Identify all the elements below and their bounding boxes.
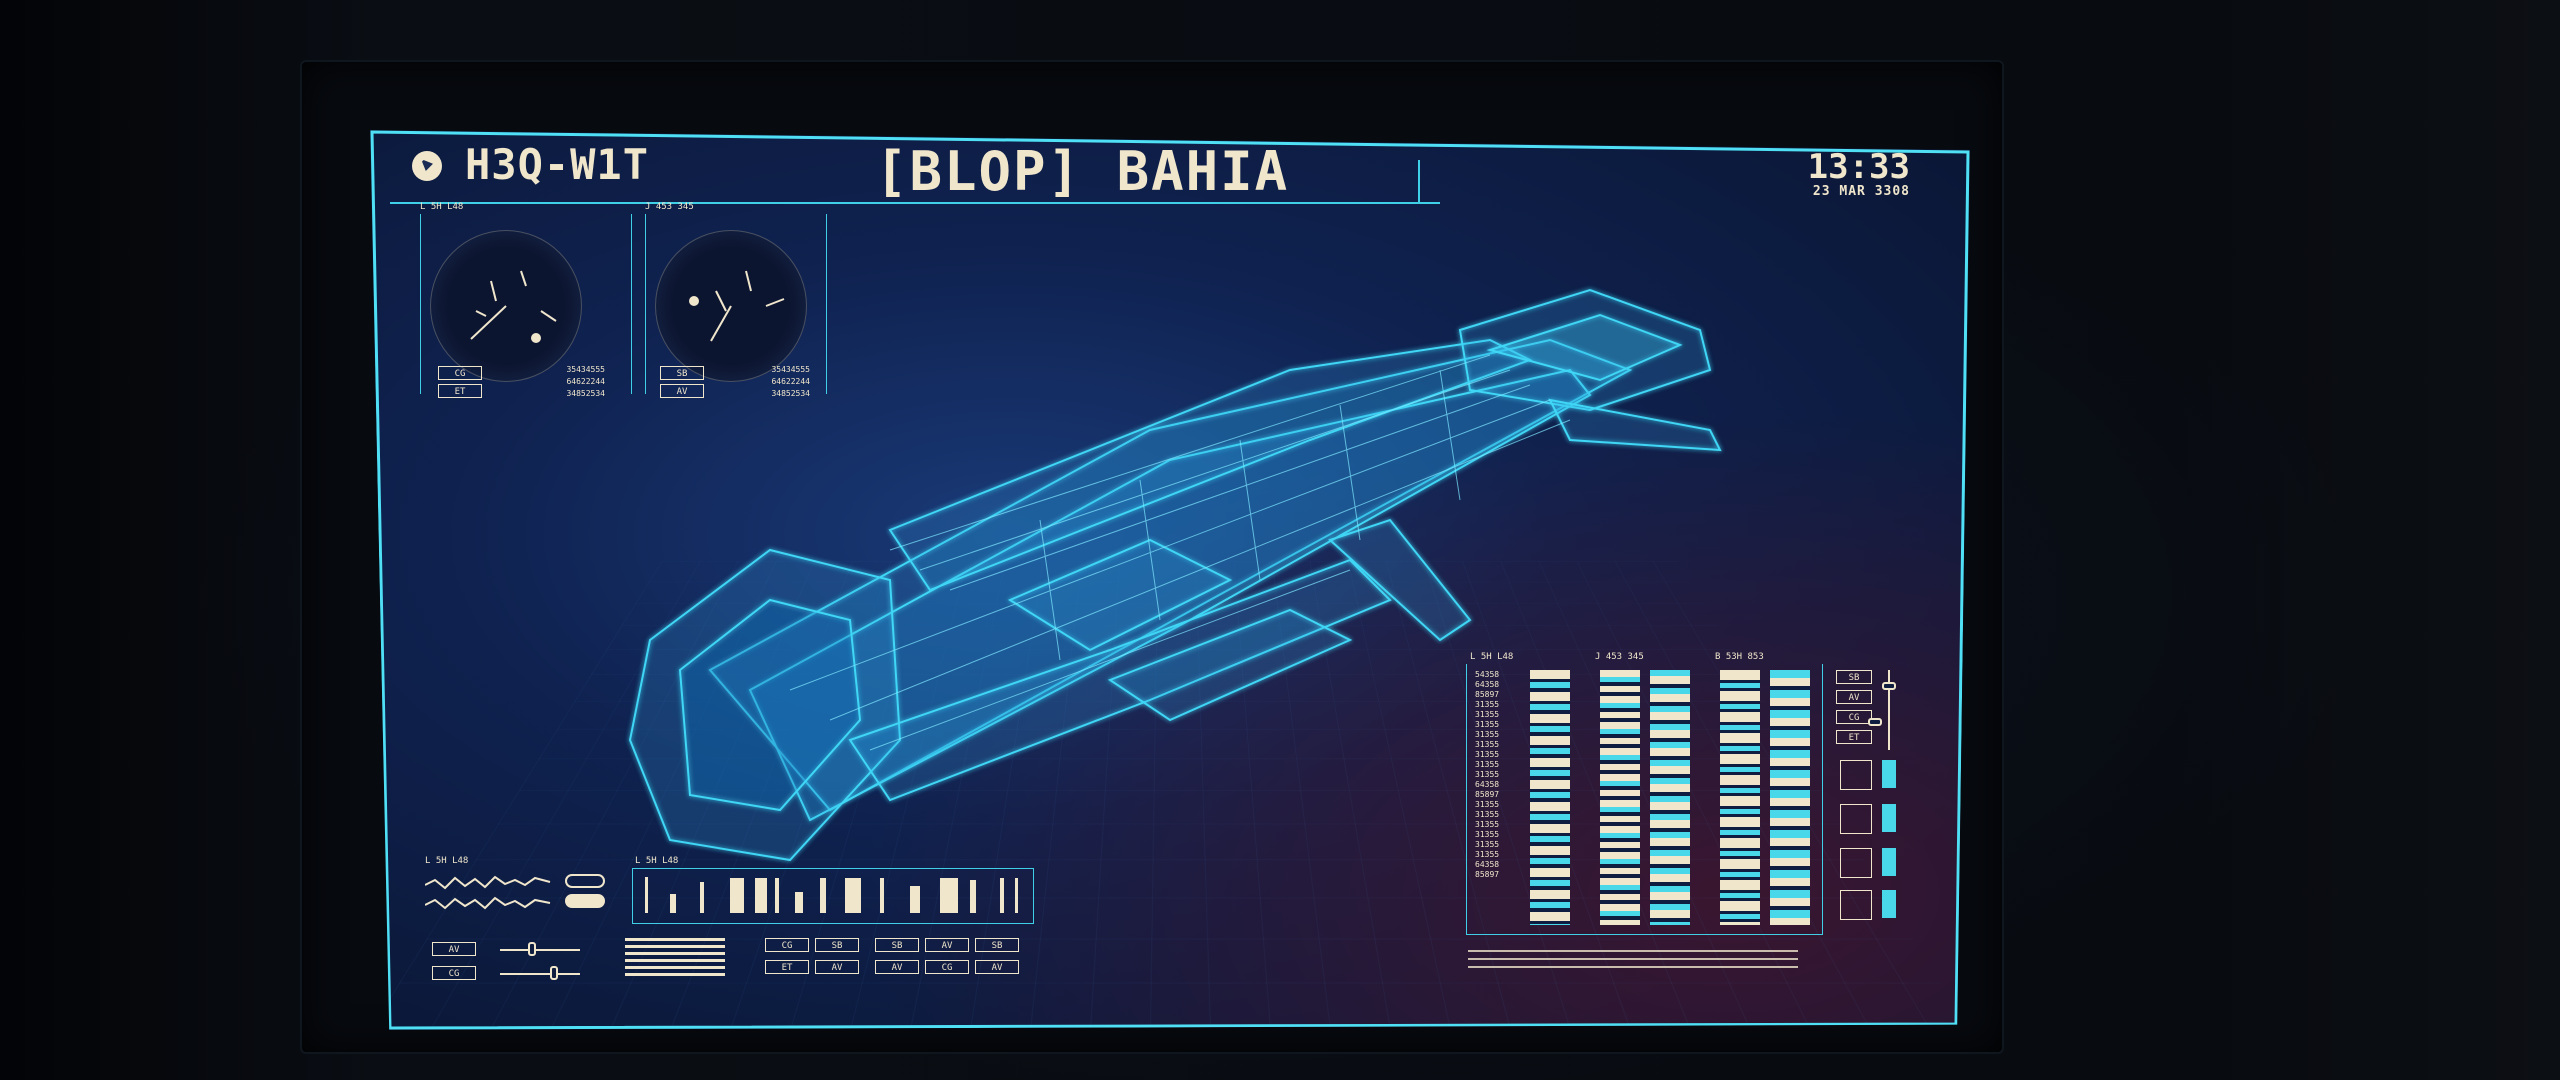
barcode-button-10[interactable]: AV [975,960,1019,974]
radar-dial-1 [430,230,582,382]
barcode-button-4[interactable]: AV [925,938,969,952]
status-indicator-3 [1882,848,1896,876]
table-row: 31355 [1475,700,1500,709]
status-indicator-1 [1882,760,1896,788]
table-row: 31355 [1475,850,1500,859]
dial-1-button-et[interactable]: ET [438,384,482,398]
data-stripe-4 [1720,670,1760,925]
table-row: 31355 [1475,840,1500,849]
barcode-button-5[interactable]: SB [975,938,1019,952]
table-row: 31355 [1475,820,1500,829]
dial-2-stats: 35434555 64622244 34852534 [740,364,810,400]
status-indicator-2 [1882,804,1896,832]
status-box-4 [1840,890,1872,920]
sector-code: H3Q-W1T [465,140,650,189]
table-row: 64358 [1475,860,1500,869]
header-divider [390,202,1440,204]
table-side-button-sb[interactable]: SB [1836,670,1872,684]
table-row: 85897 [1475,690,1500,699]
slider-1-knob[interactable] [528,942,536,956]
status-box-1 [1840,760,1872,790]
table-row: 85897 [1475,790,1500,799]
barcode-button-9[interactable]: CG [925,960,969,974]
data-stripe-5 [1770,670,1810,925]
table-row: 54358 [1475,670,1500,679]
barcode-label: L 5H L48 [635,856,679,866]
data-stripe-3 [1650,670,1690,925]
data-stripe-2 [1600,670,1640,925]
dial-2-button-av[interactable]: AV [660,384,704,398]
stat-value: 64622244 [566,377,605,386]
waveform-label: L 5H L48 [425,856,469,866]
table-row: 64358 [1475,680,1500,689]
hud-screen: H3Q-W1T [BLOP] BAHIA 13:33 23 MAR 3308 [370,130,1970,1030]
dial-1-button-cg[interactable]: CG [438,366,482,380]
stat-value: 34852534 [771,389,810,398]
table-row: 64358 [1475,780,1500,789]
table-row: 31355 [1475,740,1500,749]
barcode-button-8[interactable]: AV [875,960,919,974]
toggle-switch-1[interactable] [565,874,605,888]
bottom-left-button-av[interactable]: AV [432,942,476,956]
slider-1[interactable] [500,949,580,951]
radar-dial-2-marks [689,270,785,342]
faction-logo-icon [412,151,442,181]
status-box-2 [1840,804,1872,834]
table-row: 85897 [1475,870,1500,879]
barcode-button-7[interactable]: AV [815,960,859,974]
toggle-switch-2[interactable] [565,894,605,908]
table-label-3: B 53H 853 [1715,652,1764,662]
vertical-slider-knob-2[interactable] [1868,718,1882,726]
table-side-button-av[interactable]: AV [1836,690,1872,704]
dial-2-label: J 453 345 [645,202,694,212]
table-row: 31355 [1475,810,1500,819]
stat-value: 35434555 [771,365,810,374]
stat-value: 64622244 [771,377,810,386]
slider-2-knob[interactable] [550,966,558,980]
table-label-1: L 5H L48 [1470,652,1514,662]
bottom-left-button-cg[interactable]: CG [432,966,476,980]
table-row: 31355 [1475,760,1500,769]
barcode-line-stack [625,938,725,976]
stat-value: 35434555 [566,365,605,374]
header-divider-tick [1418,160,1420,204]
table-row: 31355 [1475,830,1500,839]
table-row: 31355 [1475,800,1500,809]
table-label-2: J 453 345 [1595,652,1644,662]
table-row: 31355 [1475,720,1500,729]
table-side-button-cg[interactable]: CG [1836,710,1872,724]
data-table-row-labels: 54358 64358 85897 31355 31355 31355 3135… [1475,670,1525,880]
ship-name-title: [BLOP] BAHIA [875,140,1290,203]
slider-2[interactable] [500,973,580,975]
radar-dial-1-marks [470,270,557,343]
dial-1-label: L 5H L48 [420,202,464,212]
barcode-button-6[interactable]: ET [765,960,809,974]
table-row: 31355 [1475,770,1500,779]
table-row: 31355 [1475,710,1500,719]
barcode-button-3[interactable]: SB [875,938,919,952]
barcode-graph [645,877,1018,913]
barcode-button-2[interactable]: SB [815,938,859,952]
stat-value: 34852534 [566,389,605,398]
table-row: 31355 [1475,750,1500,759]
table-side-button-et[interactable]: ET [1836,730,1872,744]
table-row: 31355 [1475,730,1500,739]
radar-dial-2 [655,230,807,382]
clock: 13:33 23 MAR 3308 [1808,150,1910,199]
dial-2-button-sb[interactable]: SB [660,366,704,380]
clock-time: 13:33 [1807,147,1910,187]
barcode-button-1[interactable]: CG [765,938,809,952]
waveform-graph [425,875,551,910]
clock-date: 23 MAR 3308 [1812,184,1910,199]
dial-1-stats: 35434555 64622244 34852534 [535,364,605,400]
status-box-3 [1840,848,1872,878]
table-footer-lines [1468,950,1798,968]
status-indicator-4 [1882,890,1896,918]
vertical-slider-knob-1[interactable] [1882,682,1896,690]
data-stripe-1 [1530,670,1570,925]
